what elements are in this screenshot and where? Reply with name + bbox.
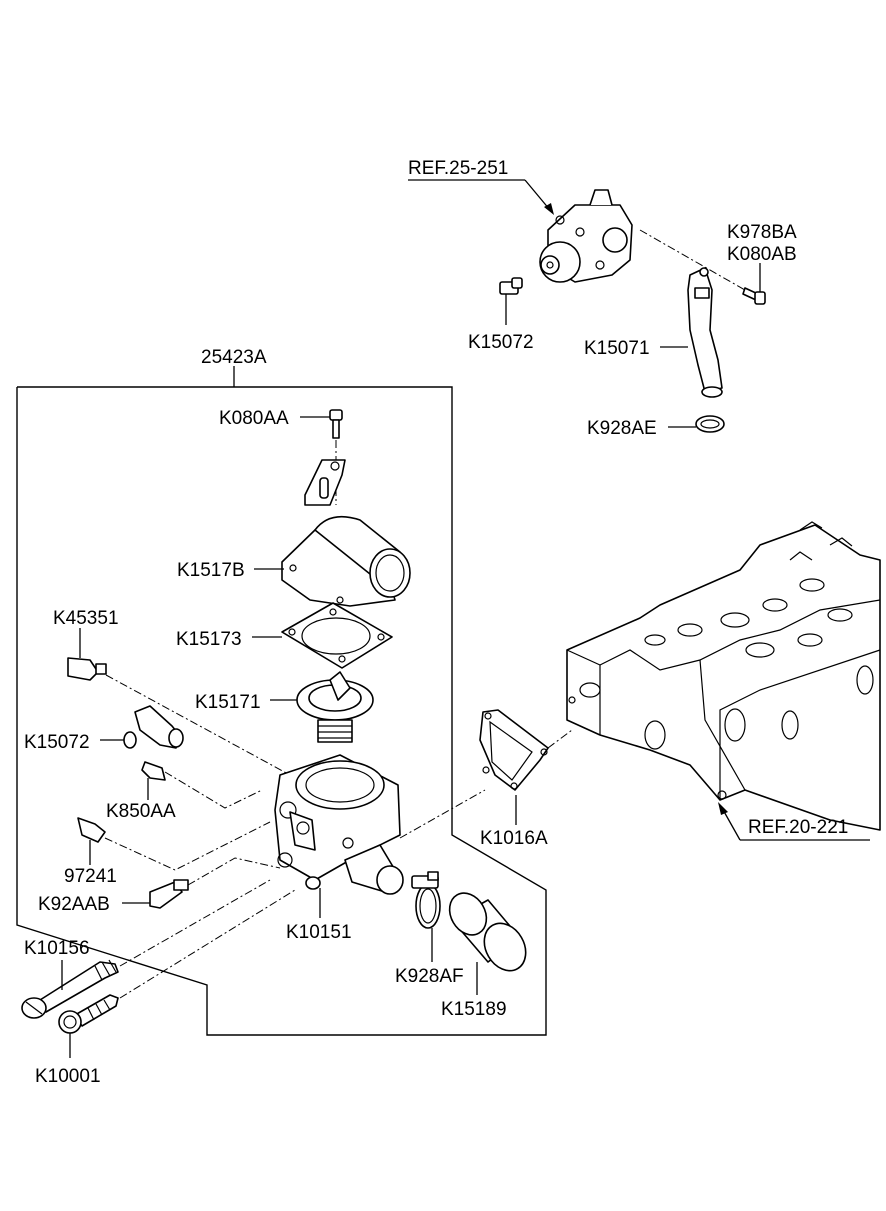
k850aa-plug [141,761,166,781]
k10001-bolt [58,994,119,1034]
label-k10156: K10156 [24,938,90,959]
label-k1517b: K1517B [177,560,245,581]
label-k1016a: K1016A [480,828,548,849]
k15072-top-fitting [499,277,523,295]
label-k15171: K15171 [195,692,261,713]
ref-20-221-leader [721,807,741,841]
label-97241: 97241 [64,866,117,887]
k10001-dashline [119,889,296,999]
pump-bolt-dashline [639,229,746,291]
k92aab-sensor [149,879,189,909]
sensor-97241 [77,817,106,843]
label-k928ae: K928AE [587,418,657,439]
k92aab-dashline [187,857,281,886]
label-k15071: K15071 [584,338,650,359]
label-k10151: K10151 [286,922,352,943]
ref-25-251-leader [524,179,551,211]
k10156-dashline [119,879,271,967]
k10151-washer [305,876,321,890]
label-k850aa: K850AA [106,801,176,822]
k928ae-clamp [695,415,725,433]
k928af-clamp [411,871,441,929]
water-pump [539,189,633,283]
k15173-gasket [281,602,393,669]
k15171-thermostat [296,671,374,743]
label-k15072-mid: K15072 [24,732,90,753]
assembly-frame [16,386,547,1036]
label-k978ba: K978BA [727,222,797,243]
k15072-mid-fitting [123,705,184,749]
sensor-97241-dashline [104,821,271,871]
k15071-pipe [687,267,723,398]
k1517b-cover [281,515,411,607]
ref-20-221-arrowhead [718,802,728,815]
housing-gasket-dashline [399,789,486,839]
ref-25-251-arrowhead [544,203,554,215]
label-k92aab: K92AAB [38,894,110,915]
label-ref-25-251: REF.25-251 [408,158,508,179]
thermostat-housing [274,754,404,895]
k850aa-dashline [164,771,263,809]
k080aa-bolt [329,409,343,439]
label-k080ab: K080AB [727,244,797,265]
k45351-dashline [105,674,291,776]
label-k10001: K10001 [35,1066,101,1087]
gasket-head-dashline [547,729,573,749]
label-k15173: K15173 [176,629,242,650]
label-k15072-top: K15072 [468,332,534,353]
cylinder-head [566,521,881,831]
k1016a-gasket [479,709,549,791]
k45351-sensor [67,657,107,681]
label-k15189: K15189 [441,999,507,1020]
k15189-hose [448,892,527,972]
k978ba-bolt [742,287,766,305]
cover-bracket [304,459,346,506]
label-k080aa: K080AA [219,408,289,429]
label-k45351: K45351 [53,608,119,629]
label-25423a: 25423A [201,347,267,368]
label-k928af: K928AF [395,966,464,987]
label-ref-20-221: REF.20-221 [748,817,848,838]
k10156-bolt [21,959,119,1019]
